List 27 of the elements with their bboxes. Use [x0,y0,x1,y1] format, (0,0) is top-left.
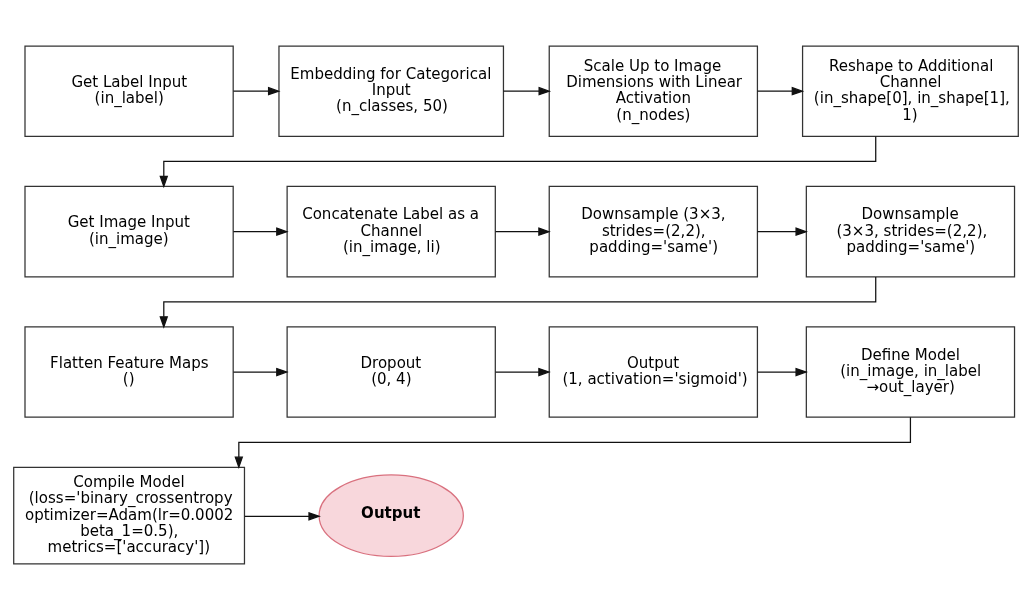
node-box: Get Label Input (in_label) [24,45,234,137]
arrow [232,227,289,237]
node-box: Scale Up to Image Dimensions with Linear Activation (n_nodes) [548,45,759,137]
arrow [756,227,808,237]
arrow [494,367,551,377]
node-box: Downsample (3×3, strides=(2,2), padding='same') [805,185,1016,278]
arrow [159,276,877,329]
arrow [232,86,281,96]
node-box: Downsample (3×3, strides=(2,2), padding='same') [548,185,759,278]
arrow [159,135,877,189]
arrow [502,86,552,96]
node-box: Compile Model (loss='binary_crossentropy optimizer=Adam(lr=0.0002 beta_1=0.5), metrics=['accuracy']) [13,466,246,565]
node-box: Embedding for Categorical Input (n_classes, 50) [278,45,505,137]
node-box: Flatten Feature Maps () [24,326,234,418]
node-box: Concatenate Label as a Channel (in_image, li) [286,185,496,278]
node-box: Reshape to Additional Channel (in_shape[0], in_shape[1], 1) [801,45,1019,137]
arrow [756,86,805,96]
arrow [234,416,912,470]
node-box: Define Model (in_image, in_label →out_layer) [805,326,1016,418]
arrow [232,367,289,377]
node-box: Get Image Input (in_image) [24,185,234,278]
node-ellipse: Output [318,474,464,558]
arrow [494,227,551,237]
node-box: Dropout (0, 4) [286,326,496,418]
node-box: Output (1, activation='sigmoid') [548,326,759,418]
arrow [756,367,808,377]
arrow [244,511,321,521]
